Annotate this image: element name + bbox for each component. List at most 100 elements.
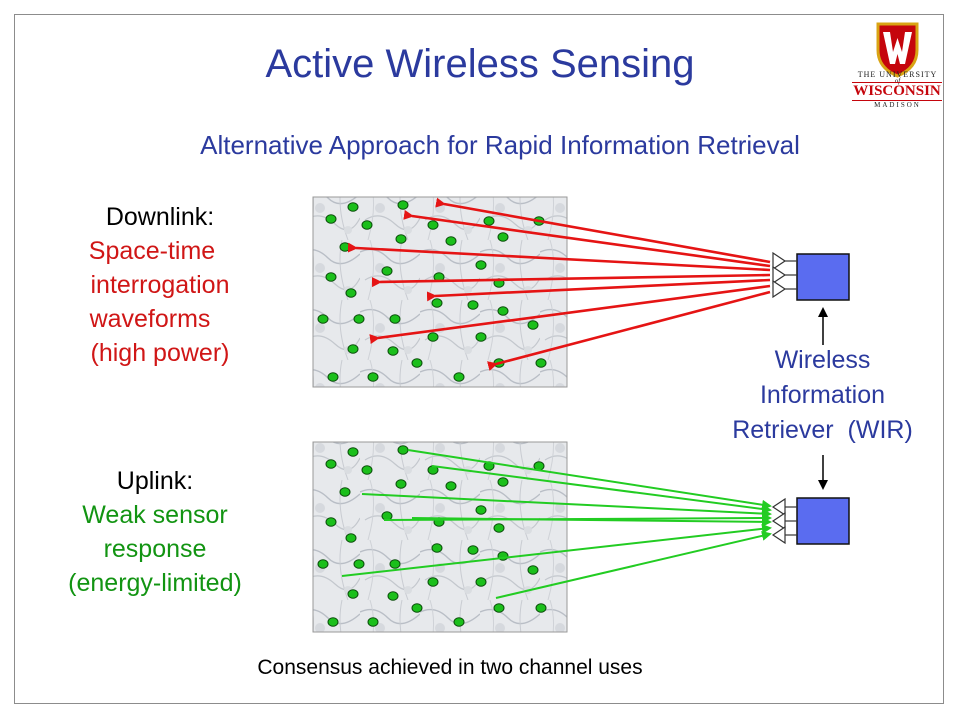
uplink-sensor-node	[431, 543, 443, 553]
slide-subtitle: Alternative Approach for Rapid Informati…	[200, 130, 800, 160]
downlink-beam	[347, 242, 771, 272]
uplink-sensor-node	[325, 517, 337, 527]
uplink-beam	[361, 493, 772, 519]
uplink-sensor-node	[497, 477, 509, 487]
downlink-beam	[369, 284, 771, 345]
downlink-sensor-node	[527, 320, 539, 330]
downlink-sensor-node	[327, 372, 339, 382]
downlink-sensor-node	[381, 266, 393, 276]
downlink-label-group: Downlink: Space-time interrogation wavef…	[50, 200, 270, 370]
uplink-sensor-node	[395, 479, 407, 489]
downlink-sensor-node	[325, 214, 337, 224]
uplink-beam	[411, 516, 772, 527]
crest-icon	[876, 22, 919, 78]
downlink-sensor-node	[475, 260, 487, 270]
uplink-sensor-node	[325, 459, 337, 469]
uplink-sensor-node	[345, 533, 357, 543]
downlink-sensor-node	[353, 314, 365, 324]
uplink-sensor-node	[327, 617, 339, 627]
caption: Consensus achieved in two channel uses	[257, 656, 643, 679]
uplink-sensor-node	[535, 603, 547, 613]
downlink-beam	[486, 290, 771, 371]
uplink-heading: Uplink:	[116, 467, 194, 495]
downlink-beam	[426, 278, 771, 302]
uplink-sensor-node	[397, 445, 409, 455]
downlink-heading: Downlink:	[105, 203, 215, 231]
uplink-sensor-node	[381, 511, 393, 521]
downlink-sensor-node	[427, 220, 439, 230]
downlink-sensor-node	[389, 314, 401, 324]
downlink-sensor-node	[387, 346, 399, 356]
uplink-sensor-node	[347, 589, 359, 599]
downlink-sensor-node	[453, 372, 465, 382]
uplink-sensor-node	[353, 559, 365, 569]
downlink-sensor-node	[395, 234, 407, 244]
downlink-sensor-node	[317, 314, 329, 324]
wir-line-3: Retriever (WIR)	[732, 416, 913, 444]
uplink-label-group: Uplink: Weak sensor response (energy-lim…	[45, 464, 265, 600]
uplink-beams	[341, 449, 772, 599]
wir-line-1: Wireless	[774, 346, 871, 374]
downlink-sensor-node	[347, 202, 359, 212]
downlink-sensor-node	[535, 358, 547, 368]
uplink-sensor-node	[453, 617, 465, 627]
downlink-sensor-node	[339, 242, 351, 252]
wir-transmitter	[772, 251, 850, 301]
slide-frame	[14, 14, 944, 704]
logo-line-wisconsin: WISCONSIN	[852, 82, 942, 101]
wir-box-bottom	[796, 497, 850, 545]
sensor-nodes-uplink	[317, 445, 547, 627]
uplink-sensor-node	[475, 577, 487, 587]
uplink-sensor-node	[347, 447, 359, 457]
wir-line-2: Information	[759, 381, 886, 409]
downlink-sensor-node	[345, 288, 357, 298]
logo-line-of: of	[894, 77, 901, 85]
downlink-beam	[371, 273, 771, 288]
downlink-sensor-node	[467, 300, 479, 310]
uplink-sensor-node	[367, 617, 379, 627]
downlink-sensor-node	[397, 200, 409, 210]
uplink-sensor-node	[317, 559, 329, 569]
downlink-sensor-node	[483, 216, 495, 226]
antenna-array-bottom	[771, 497, 797, 545]
downlink-sensor-node	[325, 272, 337, 282]
uplink-sensor-node	[475, 505, 487, 515]
sensor-nodes-downlink	[317, 200, 547, 382]
slide-title: Active Wireless Sensing	[265, 42, 695, 86]
uplink-line-2: response	[103, 535, 207, 563]
logo-line-madison: MADISON	[874, 101, 921, 109]
uplink-sensor-node	[339, 487, 351, 497]
uplink-sensor-node	[493, 523, 505, 533]
wir-receiver	[771, 497, 850, 545]
downlink-sensor-node	[497, 306, 509, 316]
downlink-sensor-node	[445, 236, 457, 246]
uplink-sensor-node	[411, 603, 423, 613]
uplink-line-3: (energy-limited)	[68, 569, 242, 597]
downlink-sensor-node	[427, 332, 439, 342]
uplink-sensor-node	[445, 481, 457, 491]
uplink-sensor-node	[427, 577, 439, 587]
university-logo: THE UNIVERSITY of WISCONSIN MADISON	[850, 20, 945, 110]
uplink-line-1: Weak sensor	[82, 501, 228, 529]
uplink-beam	[407, 449, 772, 510]
uplink-sensor-node	[527, 565, 539, 575]
wir-label-group: Wireless Information Retriever (WIR)	[705, 343, 940, 448]
uplink-sensor-node	[389, 559, 401, 569]
logo-line-university: THE UNIVERSITY	[857, 70, 938, 79]
downlink-beam	[403, 209, 771, 268]
antenna-array-top	[772, 251, 797, 299]
downlink-sensor-node	[411, 358, 423, 368]
downlink-beams	[347, 197, 771, 371]
downlink-line-4: (high power)	[90, 339, 230, 367]
uplink-beam	[431, 465, 772, 514]
downlink-sensor-node	[497, 232, 509, 242]
downlink-line-1: Space-time	[88, 237, 216, 265]
downlink-beam	[435, 197, 771, 264]
uplink-sensor-node	[361, 465, 373, 475]
downlink-sensor-node	[367, 372, 379, 382]
downlink-sensor-node	[475, 332, 487, 342]
downlink-line-2: interrogation	[90, 271, 230, 299]
uplink-sensor-node	[387, 591, 399, 601]
downlink-line-3: waveforms	[89, 305, 211, 333]
